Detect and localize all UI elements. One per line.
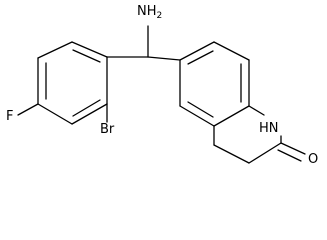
- bond-right-ring-1: [179, 41, 215, 61]
- bond-left-ring-4: [37, 103, 73, 125]
- amine-label: NH2: [137, 4, 162, 21]
- structure-svg: NH2 F Br HN O: [6, 4, 318, 167]
- bond-right-ring-1-inner: [187, 50, 214, 65]
- bond-ch-right-ring: [147, 56, 181, 61]
- amine-main-label: NH: [137, 4, 157, 19]
- bond-left-ring-1: [71, 41, 108, 58]
- bond-left-ring-1-inner: [72, 49, 101, 63]
- lactam-nh-label: HN: [259, 121, 279, 136]
- bond-carbonyl-inner: [277, 149, 302, 162]
- molecule-diagram: NH2 F Br HN O: [6, 4, 318, 167]
- bond-left-ring-5-inner: [72, 99, 101, 117]
- bond-lactam-3: [248, 142, 282, 164]
- amine-subscript-label: 2: [157, 11, 163, 21]
- bond-carbonyl-outer: [280, 142, 306, 155]
- bond-right-ring-5: [179, 105, 215, 127]
- bond-left-ring-5: [71, 103, 108, 125]
- bond-right-ring-2: [213, 41, 250, 61]
- bond-lactam-4: [213, 144, 250, 164]
- bond-left-ring-2: [37, 41, 73, 59]
- bond-lactam-1: [248, 105, 265, 116]
- bromine-label: Br: [100, 122, 115, 137]
- bond-right-ring-4: [213, 105, 250, 127]
- carbonyl-oxygen-label: O: [308, 152, 318, 167]
- fluorine-label: F: [6, 109, 13, 124]
- bond-ring-f: [17, 103, 39, 116]
- bond-right-ring-5-inner: [187, 101, 214, 118]
